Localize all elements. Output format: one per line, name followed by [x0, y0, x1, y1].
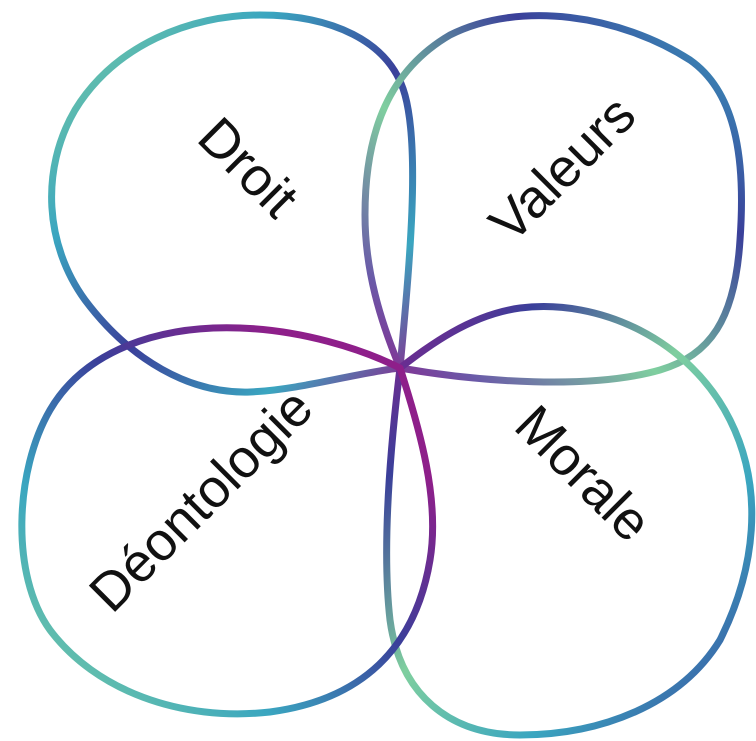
label-valeurs: Valeurs — [478, 84, 647, 253]
petal-top-left-outline — [52, 15, 413, 392]
petal-bottom-right-outline — [387, 307, 752, 735]
label-morale: Morale — [504, 394, 663, 553]
label-droit: Droit — [187, 106, 310, 229]
petal-bottom-left-outline — [22, 328, 433, 714]
label-deontologie: Déontologie — [78, 377, 324, 623]
